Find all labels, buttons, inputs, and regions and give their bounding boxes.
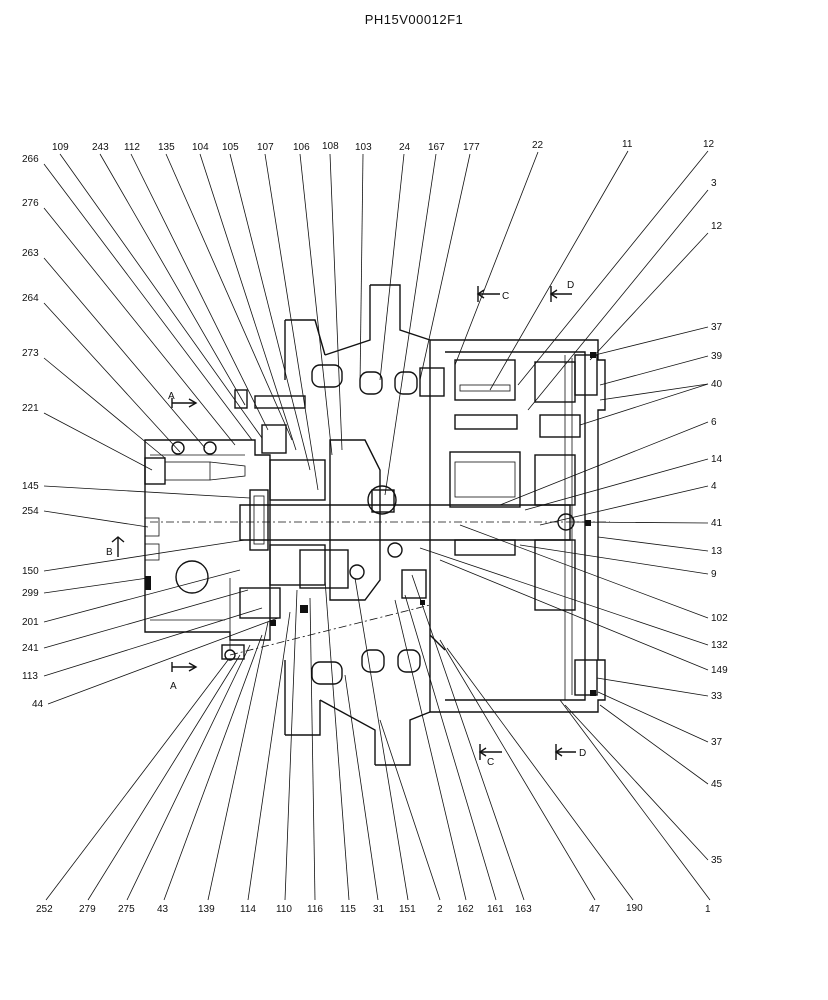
callout-190: 190	[626, 903, 643, 914]
callout-112: 112	[124, 142, 140, 153]
callout-6: 6	[711, 417, 717, 428]
callout-11: 11	[622, 139, 633, 150]
callout-135: 135	[158, 142, 175, 153]
callout-14: 14	[711, 454, 723, 465]
callout-161: 161	[487, 904, 504, 915]
callout-167: 167	[428, 142, 445, 153]
section-mark-a-top: A	[168, 391, 175, 402]
callout-37-top: 37	[711, 322, 723, 333]
callout-106: 106	[293, 142, 310, 153]
callout-47: 47	[589, 904, 601, 915]
callout-35: 35	[711, 855, 723, 866]
callout-105: 105	[222, 142, 239, 153]
left-callouts: 266 276 263 264 273 221 145 254 150 299 …	[22, 154, 279, 710]
callout-177: 177	[463, 142, 480, 153]
callout-33: 33	[711, 691, 723, 702]
callout-107: 107	[257, 142, 274, 153]
callout-102: 102	[711, 613, 728, 624]
callout-266: 266	[22, 154, 39, 165]
callout-41: 41	[711, 518, 723, 529]
callout-114: 114	[240, 904, 256, 915]
top-callouts: 109 243 112 135 104 105 107 106 108 103 …	[52, 139, 723, 496]
right-callouts: 37 39 40 6 14 4 41 13 9 102 132 149 33 3…	[419, 322, 728, 866]
callout-31: 31	[373, 904, 385, 915]
callout-104: 104	[192, 142, 209, 153]
section-mark-a-bottom: A	[170, 681, 177, 692]
callout-221: 221	[22, 403, 39, 414]
callout-116: 116	[307, 904, 323, 915]
callout-44: 44	[32, 699, 44, 710]
callout-299: 299	[22, 588, 39, 599]
callout-37-bottom: 37	[711, 737, 723, 748]
callout-273: 273	[22, 348, 39, 359]
callout-110: 110	[276, 904, 292, 915]
callout-43: 43	[157, 904, 169, 915]
callout-113: 113	[22, 671, 38, 682]
section-mark-d-bottom: D	[579, 748, 586, 759]
callout-2: 2	[437, 904, 443, 915]
callout-264: 264	[22, 293, 39, 304]
section-mark-b: B	[106, 547, 113, 558]
callout-13: 13	[711, 546, 723, 557]
callout-276: 276	[22, 198, 39, 209]
callout-3: 3	[711, 178, 717, 189]
callout-151: 151	[399, 904, 416, 915]
section-mark-c-bottom: C	[487, 757, 494, 768]
section-markers: A A B C C D D	[106, 280, 586, 768]
callout-132: 132	[711, 640, 728, 651]
callout-254: 254	[22, 506, 39, 517]
callout-9: 9	[711, 569, 717, 580]
section-mark-d-top: D	[567, 280, 574, 291]
callout-241: 241	[22, 643, 39, 654]
housing-drawing	[144, 284, 610, 766]
callout-243: 243	[92, 142, 109, 153]
callout-115: 115	[340, 904, 356, 915]
callout-201: 201	[22, 617, 39, 628]
callout-163: 163	[515, 904, 532, 915]
callout-39: 39	[711, 351, 723, 362]
callout-145: 145	[22, 481, 39, 492]
callout-162: 162	[457, 904, 474, 915]
callout-150: 150	[22, 566, 39, 577]
callout-1: 1	[705, 904, 711, 915]
callout-12-top: 12	[703, 139, 715, 150]
callout-40: 40	[711, 379, 723, 390]
callout-108: 108	[322, 141, 339, 152]
callout-12-mid: 12	[711, 221, 723, 232]
section-mark-c-top: C	[502, 291, 509, 302]
callout-252: 252	[36, 904, 53, 915]
drawing-title: PH15V00012F1	[364, 12, 464, 27]
callout-22: 22	[532, 140, 544, 151]
callout-263: 263	[22, 248, 39, 259]
callout-275: 275	[118, 904, 135, 915]
callout-139: 139	[198, 904, 215, 915]
callout-45: 45	[711, 779, 723, 790]
callout-109: 109	[52, 142, 69, 153]
callout-103: 103	[355, 142, 372, 153]
callout-279: 279	[79, 904, 96, 915]
callout-149: 149	[711, 665, 728, 676]
callout-24: 24	[399, 142, 411, 153]
callout-4: 4	[711, 481, 717, 492]
bottom-callouts: 252 279 275 43 139 114 110 116 115 31 15…	[36, 574, 711, 915]
